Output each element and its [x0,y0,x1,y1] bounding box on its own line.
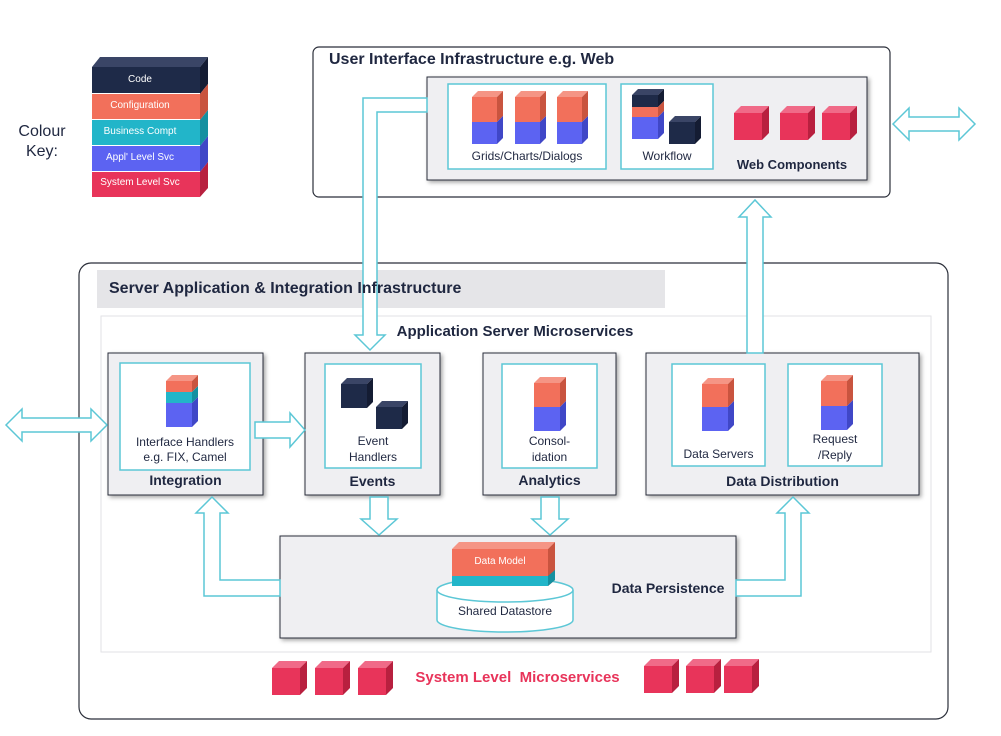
integration-stack-icon [166,375,198,427]
system-cube-icon-left-2 [358,661,393,695]
analytics-to-persistence-arrow [530,496,570,537]
integration-to-events-arrow [254,411,307,449]
data-servers-label: Data Servers [683,447,754,461]
system-level-title: System Level Microservices [415,669,620,686]
system-cube-icon-left-1 [315,661,350,695]
data-servers-stack-icon [702,378,734,431]
key-appl-block [92,136,208,172]
data-model-label: Data Model [474,556,526,567]
colour-key-stack [92,57,208,197]
key-business-block [92,110,208,146]
distribution-to-ui-arrow [737,198,773,354]
persistence-title: Data Persistence [611,580,725,596]
analytics-inner-label: Consol- idation [528,434,571,464]
grid-cube-icon-2 [557,91,588,144]
key-configuration-block [92,84,208,120]
request-reply-label: Request /Reply [812,432,858,462]
event-cube-icon-2 [376,401,408,429]
datastore-label: Shared Datastore [457,604,553,618]
system-cube-icon-left-0 [272,661,307,695]
integration-inner-label: Interface Handlers e.g. FIX, Camel [135,435,235,464]
data-model-slab-icon [452,542,555,586]
persistence-to-distribution-arrow [735,495,811,597]
key-label-configuration: Configuration [110,100,170,111]
key-label-business: Business Compt [103,126,177,137]
web-component-cube-icon-1 [780,106,815,140]
grid-cube-icon-1 [515,91,546,144]
colour-key-title: Colour Key: [18,123,66,160]
analytics-stack-icon [534,377,566,431]
connector-arrows [4,97,977,597]
server-infra-title-bar [97,270,665,308]
web-component-cube-icon-2 [822,106,857,140]
web-component-cube-icon-0 [734,106,769,140]
key-label-appl: Appl' Level Svc [105,152,175,163]
workflow-stack-icon [632,89,664,139]
external-right-arrow [891,106,977,142]
event-cube-icon-1 [341,378,373,408]
web-components-label: Web Components [736,157,848,172]
grid-cube-icon-0 [472,91,503,144]
cube-icons [166,89,857,695]
external-left-arrow [4,407,109,443]
key-system-block [92,162,208,197]
system-cube-icon-right-1 [686,659,721,693]
events-inner-label: Event Handlers [348,434,398,464]
server-infra-title: Server Application & Integration Infrast… [109,280,462,297]
events-to-persistence-arrow [359,496,399,537]
request-reply-stack-icon [821,375,853,430]
system-cube-icon-right-0 [644,659,679,693]
workflow-label: Workflow [642,149,692,163]
persistence-to-integration-arrow [194,495,281,597]
ui-infra-title: User Interface Infrastructure e.g. Web [329,51,615,68]
system-cube-icon-right-2 [724,659,759,693]
analytics-title: Analytics [518,472,581,488]
key-label-system: System Level Svc [100,177,180,188]
data-distribution-title: Data Distribution [726,473,839,489]
ui-to-events-arrow [353,97,428,352]
grids-label: Grids/Charts/Dialogs [471,149,583,163]
key-code-block [92,57,208,94]
microservices-title: Application Server Microservices [396,323,634,340]
workflow-code-cube-icon [669,116,701,144]
key-label-code: Code [128,74,152,85]
events-title: Events [349,473,396,489]
integration-title: Integration [149,472,222,488]
